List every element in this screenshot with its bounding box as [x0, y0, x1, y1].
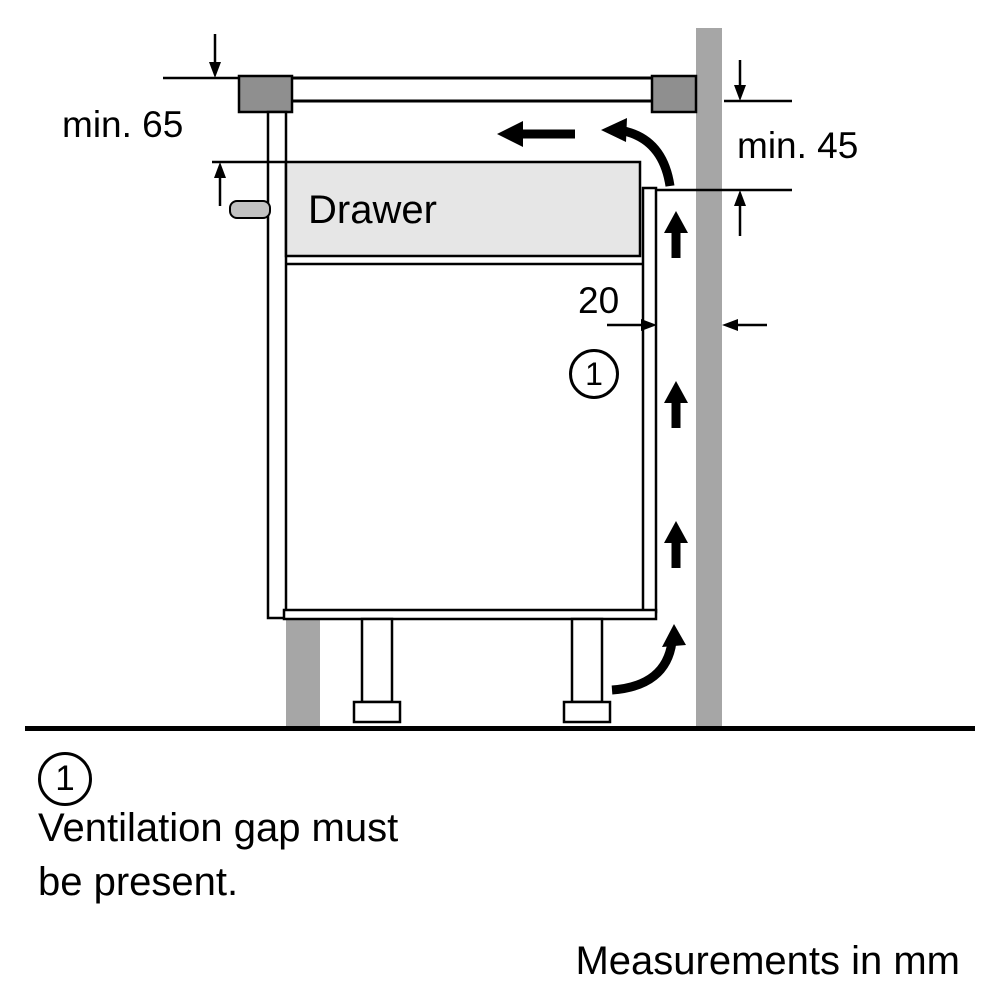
- floor-line: [25, 726, 975, 731]
- leg-rear-foot: [562, 700, 612, 724]
- callout-1-marker: 1: [569, 349, 619, 399]
- cabinet-left-panel: [266, 110, 288, 620]
- dim-arrow-min65-bottom-head: [214, 162, 226, 178]
- drawer-label: Drawer: [308, 188, 437, 232]
- dim-label-gap-20: 20: [578, 280, 620, 321]
- worktop-left-section: [237, 74, 294, 114]
- hob-body: [288, 76, 656, 103]
- dim-arrow-min45-bottom-head: [734, 190, 746, 206]
- cabinet-base-panel: [282, 608, 658, 621]
- callout-1-number: 1: [585, 355, 603, 392]
- airflow-arrow-bottom-curve-shaft: [611, 641, 677, 695]
- drawer-box: [284, 160, 642, 258]
- plinth-panel: [286, 620, 320, 726]
- legend-note-line-2: be present.: [38, 860, 239, 904]
- dim-arrow-gap-right-head: [722, 319, 738, 331]
- dim-label-min-45: min. 45: [737, 125, 859, 166]
- airflow-arrow-top-left-head: [497, 121, 523, 147]
- airflow-arrow-up-2-head: [664, 381, 688, 403]
- wall: [696, 28, 722, 726]
- airflow-arrow-up-1-head: [664, 211, 688, 233]
- airflow-arrow-top-curve-head: [601, 118, 627, 142]
- airflow-arrow-up-3-head: [664, 521, 688, 543]
- cabinet-handle: [229, 200, 271, 219]
- dim-arrow-min65-top-head: [209, 62, 221, 78]
- leg-front-stem: [360, 617, 394, 704]
- leg-front-foot: [352, 700, 402, 724]
- leg-rear-stem: [570, 617, 604, 704]
- worktop-right-section: [650, 74, 698, 114]
- units-note: Measurements in mm: [575, 939, 960, 983]
- airflow-arrow-bottom-curve-head: [662, 624, 686, 647]
- dim-arrow-gap-left-head: [641, 319, 657, 331]
- dim-label-min-65: min. 65: [62, 104, 184, 145]
- legend-callout-1-number: 1: [55, 759, 75, 798]
- dim-arrow-min45-top-head: [734, 85, 746, 101]
- cabinet-rear-panel: [641, 186, 658, 614]
- airflow-arrow-top-curve-shaft: [622, 126, 675, 187]
- legend-callout-1-marker: 1: [38, 752, 92, 806]
- legend-note-line-1: Ventilation gap must: [38, 806, 399, 850]
